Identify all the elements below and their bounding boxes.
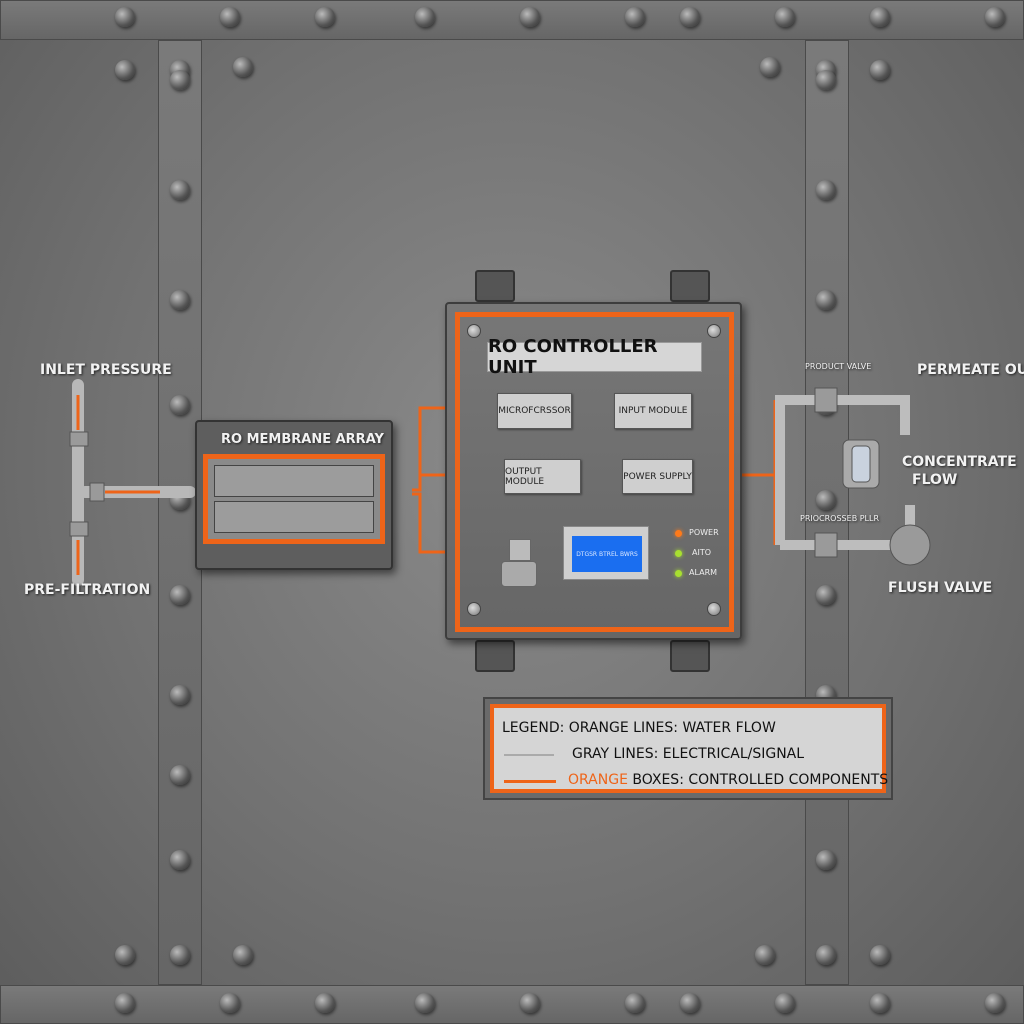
rivet-icon bbox=[680, 7, 700, 27]
rivet-icon bbox=[870, 60, 890, 80]
product-valve-body bbox=[814, 387, 838, 413]
rivet-icon bbox=[870, 993, 890, 1013]
rivet-icon bbox=[870, 945, 890, 965]
lcd-screen: DTGSR BTREL BWRS bbox=[572, 536, 642, 572]
concentrate-flow-label-1: CONCENTRATE bbox=[902, 454, 1017, 470]
rivet-icon bbox=[520, 7, 540, 27]
legend-controlled: ORANGE BOXES: CONTROLLED COMPONENTS bbox=[568, 772, 889, 788]
membrane-title: RO MEMBRANE ARRAY bbox=[221, 432, 384, 447]
screw-icon bbox=[467, 602, 481, 616]
display-bezel: DTGSR BTREL BWRS bbox=[563, 526, 649, 580]
rivet-icon bbox=[625, 7, 645, 27]
rivet-icon bbox=[816, 585, 836, 605]
legend-gray-line-swatch bbox=[504, 754, 554, 756]
legend-orange-line-swatch bbox=[504, 780, 556, 783]
flow-meter-gauge bbox=[851, 445, 871, 483]
rivet-icon bbox=[315, 993, 335, 1013]
controller-enclosure: RO CONTROLLER UNIT MICROFCRSSOR INPUT MO… bbox=[445, 302, 742, 640]
rivet-icon bbox=[415, 7, 435, 27]
legend-electrical: GRAY LINES: ELECTRICAL/SIGNAL bbox=[572, 746, 805, 762]
concentrate-flow-label-2: FLOW bbox=[912, 472, 958, 488]
rivet-icon bbox=[816, 70, 836, 90]
legend-water-flow: ORANGE LINES: WATER FLOW bbox=[568, 720, 776, 736]
input-module: INPUT MODULE bbox=[614, 393, 692, 429]
screw-icon bbox=[467, 324, 481, 338]
microprocessor-module: MICROFCRSSOR bbox=[497, 393, 572, 429]
membrane-element-2 bbox=[214, 501, 374, 533]
membrane-controlled-frame bbox=[203, 454, 385, 544]
pre-filtration-label: PRE-FILTRATION bbox=[24, 582, 151, 598]
rivet-icon bbox=[816, 180, 836, 200]
rivet-icon bbox=[115, 60, 135, 80]
prefilter-coupling bbox=[69, 521, 89, 537]
rivet-icon bbox=[170, 850, 190, 870]
product-valve-label: PRODUCT VALVE bbox=[805, 362, 872, 371]
rivet-icon bbox=[415, 993, 435, 1013]
power-led bbox=[675, 530, 682, 537]
power-led-label: POWER bbox=[689, 528, 719, 537]
rivet-icon bbox=[680, 993, 700, 1013]
rivet-icon bbox=[625, 993, 645, 1013]
rivet-icon bbox=[220, 7, 240, 27]
pressure-valve-label: PRIOCROSSEB PLLR bbox=[800, 514, 880, 523]
controller-frame bbox=[455, 312, 734, 632]
controller-title: RO CONTROLLER UNIT bbox=[487, 336, 702, 378]
rivet-icon bbox=[985, 993, 1005, 1013]
power-supply-module: POWER SUPPLY bbox=[622, 459, 693, 494]
alarm-led-label: ALARM bbox=[689, 568, 718, 577]
rivet-icon bbox=[170, 290, 190, 310]
top-steel-band bbox=[0, 0, 1024, 40]
membrane-housing: RO MEMBRANE ARRAY bbox=[195, 420, 393, 570]
rivet-icon bbox=[170, 70, 190, 90]
rivet-icon bbox=[220, 993, 240, 1013]
rivet-icon bbox=[115, 993, 135, 1013]
rivet-icon bbox=[816, 945, 836, 965]
rivet-icon bbox=[775, 7, 795, 27]
legend-title: LEGEND: bbox=[502, 720, 565, 736]
rivet-icon bbox=[115, 7, 135, 27]
permeate-out-label: PERMEATE OUT bbox=[917, 362, 1024, 378]
rivet-icon bbox=[755, 945, 775, 965]
rivet-icon bbox=[115, 945, 135, 965]
rivet-icon bbox=[170, 765, 190, 785]
rivet-icon bbox=[170, 685, 190, 705]
rivet-icon bbox=[985, 7, 1005, 27]
legend-row-water: LEGEND: ORANGE LINES: WATER FLOW bbox=[502, 720, 776, 736]
auto-led bbox=[675, 550, 682, 557]
mount-tab bbox=[475, 270, 515, 302]
screw-icon bbox=[707, 602, 721, 616]
flush-valve-label: FLUSH VALVE bbox=[888, 580, 993, 596]
pressure-valve-body bbox=[814, 532, 838, 558]
rivet-icon bbox=[170, 395, 190, 415]
rivet-icon bbox=[315, 7, 335, 27]
rivet-icon bbox=[520, 993, 540, 1013]
inlet-coupling bbox=[69, 431, 89, 447]
right-steel-strip bbox=[805, 40, 849, 985]
legend: LEGEND: ORANGE LINES: WATER FLOW GRAY LI… bbox=[483, 697, 893, 800]
inlet-pressure-label: INLET PRESSURE bbox=[40, 362, 172, 378]
rivet-icon bbox=[760, 57, 780, 77]
flush-valve-body bbox=[889, 524, 931, 566]
mount-tab bbox=[475, 640, 515, 672]
rivet-icon bbox=[816, 850, 836, 870]
rivet-icon bbox=[170, 585, 190, 605]
rivet-icon bbox=[816, 490, 836, 510]
rivet-icon bbox=[233, 57, 253, 77]
alarm-led bbox=[675, 570, 682, 577]
mount-tab bbox=[670, 270, 710, 302]
rivet-icon bbox=[170, 180, 190, 200]
auto-led-label: AITO bbox=[692, 548, 712, 557]
tee-coupling bbox=[89, 482, 105, 502]
rivet-icon bbox=[816, 290, 836, 310]
mount-tab bbox=[670, 640, 710, 672]
rivet-icon bbox=[870, 7, 890, 27]
membrane-element-1 bbox=[214, 465, 374, 497]
screw-icon bbox=[707, 324, 721, 338]
pump-icon bbox=[499, 539, 539, 591]
output-module: OUTPUT MODULE bbox=[504, 459, 581, 494]
rivet-icon bbox=[170, 945, 190, 965]
rivet-icon bbox=[775, 993, 795, 1013]
rivet-icon bbox=[233, 945, 253, 965]
